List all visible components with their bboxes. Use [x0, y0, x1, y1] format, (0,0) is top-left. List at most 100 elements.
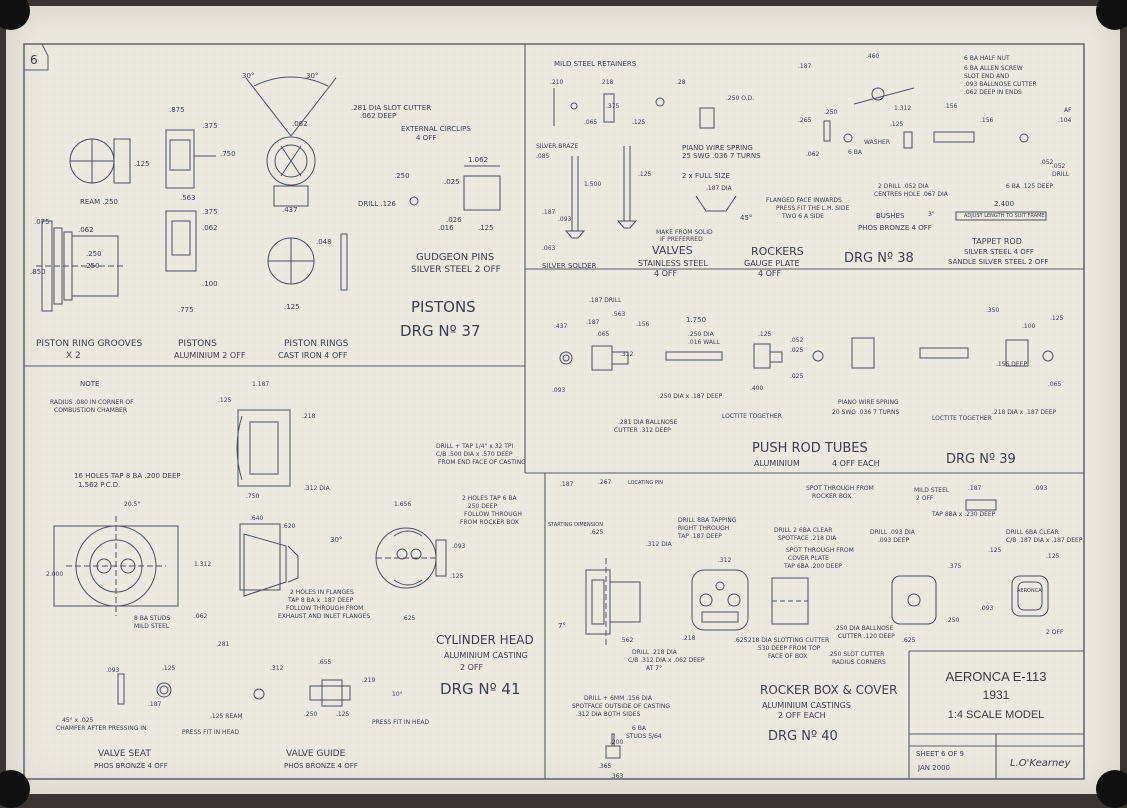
svg-text:.156: .156 — [636, 321, 650, 328]
svg-text:SILVER BRAZE: SILVER BRAZE — [536, 143, 578, 150]
svg-text:30°: 30° — [306, 72, 318, 80]
svg-text:45°: 45° — [740, 214, 752, 222]
svg-text:.025: .025 — [790, 347, 804, 354]
svg-text:WASHER: WASHER — [864, 139, 890, 146]
svg-text:.750: .750 — [220, 150, 236, 158]
svg-text:CUTTER .120 DEEP: CUTTER .120 DEEP — [838, 633, 895, 640]
svg-text:.093: .093 — [558, 216, 572, 223]
engineering-drawing: 6 E — [23, 43, 1085, 780]
svg-text:DRILL 8BA TAPPING: DRILL 8BA TAPPING — [678, 517, 737, 524]
svg-text:SILVER STEEL 4 OFF: SILVER STEEL 4 OFF — [964, 248, 1034, 256]
svg-text:ROCKER BOX: ROCKER BOX — [812, 493, 851, 500]
svg-text:C/B .312 DIA x .062 DEEP: C/B .312 DIA x .062 DEEP — [628, 657, 705, 664]
svg-text:C/B .500 DIA x .570 DEEP: C/B .500 DIA x .570 DEEP — [436, 451, 513, 458]
svg-text:PRESS FIT THE L.H. SIDE: PRESS FIT THE L.H. SIDE — [776, 205, 849, 212]
svg-text:.28: .28 — [676, 79, 686, 86]
svg-text:.062: .062 — [292, 120, 308, 128]
svg-text:CHAMFER AFTER PRESSING IN: CHAMFER AFTER PRESSING IN — [56, 725, 147, 732]
svg-text:6 BA: 6 BA — [848, 149, 863, 156]
svg-text:1.500: 1.500 — [584, 181, 601, 188]
svg-text:CENTRES HOLE .067 DIA: CENTRES HOLE .067 DIA — [874, 191, 949, 198]
sheet-number: 6 — [30, 53, 38, 67]
svg-text:4 OFF: 4 OFF — [654, 269, 678, 278]
svg-text:.312 DIA BOTH SIDES: .312 DIA BOTH SIDES — [576, 711, 640, 718]
push-rod-title: PUSH ROD TUBES — [752, 441, 868, 456]
svg-text:AF: AF — [1064, 107, 1072, 114]
svg-text:.267: .267 — [598, 479, 612, 486]
svg-text:.093: .093 — [452, 543, 466, 550]
svg-text:2 OFF: 2 OFF — [460, 663, 484, 672]
svg-text:SANDLE SILVER STEEL 2 OFF: SANDLE SILVER STEEL 2 OFF — [948, 258, 1048, 266]
svg-text:.312: .312 — [620, 351, 634, 358]
push-rod-labels: .187 DRILL .281 DIA BALLNOSE CUTTER .312… — [552, 297, 1064, 468]
svg-text:.093 DEEP: .093 DEEP — [878, 537, 909, 544]
svg-text:.625: .625 — [590, 529, 604, 536]
sheet-of: SHEET 6 OF 9 — [916, 750, 964, 758]
svg-text:.187: .187 — [798, 63, 812, 70]
svg-text:PRESS FIT IN HEAD: PRESS FIT IN HEAD — [182, 729, 239, 736]
bulldog-clip-bottom-right — [1096, 770, 1127, 808]
svg-text:FROM ROCKER BOX: FROM ROCKER BOX — [460, 519, 519, 526]
svg-text:PHOS BRONZE 4 OFF: PHOS BRONZE 4 OFF — [94, 762, 168, 770]
pistons-title: PISTONS — [411, 298, 476, 316]
gudgeon-title: GUDGEON PINS — [416, 252, 494, 263]
svg-text:20.5°: 20.5° — [124, 501, 140, 508]
svg-text:STAINLESS STEEL: STAINLESS STEEL — [638, 259, 708, 268]
svg-text:.350: .350 — [986, 307, 1000, 314]
svg-text:SPOT THROUGH FROM: SPOT THROUGH FROM — [806, 485, 874, 492]
svg-text:.218: .218 — [600, 79, 614, 86]
svg-text:20 SWG .036 7 TURNS: 20 SWG .036 7 TURNS — [832, 409, 900, 416]
svg-text:.065: .065 — [1048, 381, 1062, 388]
svg-text:DRILL 2 6BA CLEAR: DRILL 2 6BA CLEAR — [774, 527, 832, 534]
svg-text:.250 SLOT CUTTER: .250 SLOT CUTTER — [828, 651, 884, 658]
svg-text:1.750: 1.750 — [686, 316, 706, 324]
svg-text:.085: .085 — [536, 153, 550, 160]
svg-text:.281: .281 — [216, 641, 230, 648]
svg-text:.200: .200 — [610, 739, 624, 746]
svg-text:.093: .093 — [1034, 485, 1048, 492]
svg-text:.025: .025 — [790, 373, 804, 380]
svg-text:.281 DIA SLOT CUTTER: .281 DIA SLOT CUTTER — [351, 104, 431, 112]
valve-seat-guide-drawings — [117, 673, 351, 707]
svg-text:.016: .016 — [438, 224, 454, 232]
svg-text:.125: .125 — [632, 119, 646, 126]
svg-text:MAKE FROM SOLID: MAKE FROM SOLID — [656, 229, 713, 236]
svg-text:PHOS BRONZE 4 OFF: PHOS BRONZE 4 OFF — [284, 762, 358, 770]
svg-text:.281 DIA BALLNOSE: .281 DIA BALLNOSE — [618, 419, 678, 426]
svg-text:.250 DEEP: .250 DEEP — [466, 503, 497, 510]
svg-text:.048: .048 — [316, 238, 332, 246]
svg-text:.210: .210 — [550, 79, 564, 86]
svg-text:.052: .052 — [1040, 159, 1054, 166]
svg-text:.875: .875 — [169, 106, 185, 114]
svg-text:.125 REAM: .125 REAM — [210, 713, 243, 720]
svg-text:4 OFF EACH: 4 OFF EACH — [832, 459, 880, 468]
svg-text:2 DRILL .052 DIA: 2 DRILL .052 DIA — [878, 183, 930, 190]
svg-text:30°: 30° — [330, 536, 342, 544]
svg-text:FROM END FACE OF CASTING: FROM END FACE OF CASTING — [438, 459, 526, 466]
svg-text:.218: .218 — [302, 413, 316, 420]
pistons-drawings — [36, 76, 501, 312]
svg-text:2 OFF EACH: 2 OFF EACH — [778, 711, 826, 720]
svg-text:.187: .187 — [542, 209, 556, 216]
svg-text:2 OFF: 2 OFF — [1046, 629, 1064, 636]
svg-text:SILVER STEEL 2 OFF: SILVER STEEL 2 OFF — [411, 265, 501, 275]
drg-39: DRG Nº 39 — [946, 452, 1016, 467]
svg-text:SPOTFACE OUTSIDE OF CASTING: SPOTFACE OUTSIDE OF CASTING — [572, 703, 670, 710]
svg-text:BUSHES: BUSHES — [876, 212, 905, 220]
svg-text:2.000: 2.000 — [46, 571, 63, 578]
svg-text:DRILL .218 DIA: DRILL .218 DIA — [632, 649, 678, 656]
svg-text:PIANO WIRE SPRING: PIANO WIRE SPRING — [838, 399, 899, 406]
svg-text:TAP 6BA .200 DEEP: TAP 6BA .200 DEEP — [783, 563, 842, 570]
svg-text:.265: .265 — [798, 117, 812, 124]
svg-text:MILD STEEL RETAINERS: MILD STEEL RETAINERS — [554, 60, 637, 68]
drg-41: DRG Nº 41 — [440, 680, 521, 698]
svg-text:7°: 7° — [558, 622, 566, 630]
svg-text:.250: .250 — [946, 617, 960, 624]
svg-text:.187 DIA: .187 DIA — [706, 185, 733, 192]
svg-text:3": 3" — [928, 211, 935, 218]
svg-text:FOLLOW THROUGH FROM: FOLLOW THROUGH FROM — [286, 605, 363, 612]
svg-text:.025: .025 — [444, 178, 460, 186]
svg-text:MILD STEEL: MILD STEEL — [914, 487, 950, 494]
svg-text:.250: .250 — [394, 172, 410, 180]
svg-text:.250: .250 — [86, 250, 102, 258]
